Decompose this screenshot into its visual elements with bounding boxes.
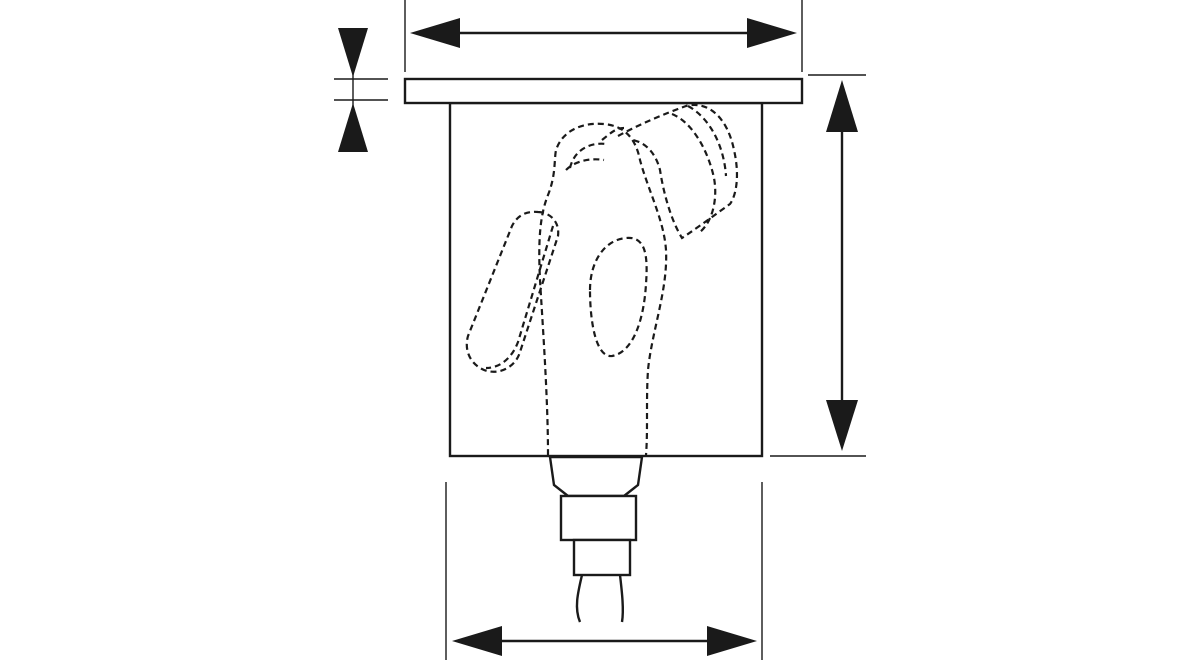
arrowhead-down xyxy=(338,28,368,77)
connector-cone xyxy=(548,455,644,498)
hose-connector xyxy=(548,455,644,623)
grip-hole xyxy=(588,236,648,358)
connector-sleeve xyxy=(559,494,638,542)
flange xyxy=(403,77,804,105)
housing-body xyxy=(448,101,764,458)
hand-shower-outline xyxy=(465,103,739,456)
dimension-housing-height xyxy=(770,74,866,457)
arrowhead-left xyxy=(410,18,460,48)
shower-lever xyxy=(465,210,560,373)
hose xyxy=(575,574,625,623)
arrowhead-up xyxy=(826,80,858,132)
spray-head-rim xyxy=(687,105,728,177)
dimension-flange-thickness xyxy=(334,28,388,152)
arrowhead-right xyxy=(747,18,797,48)
arrowhead-up xyxy=(338,103,368,152)
housing xyxy=(403,77,804,458)
arrowhead-down xyxy=(826,400,858,451)
spray-head xyxy=(617,103,739,240)
arrowhead-right xyxy=(707,626,757,656)
shower-neck xyxy=(565,126,625,171)
spray-head-face xyxy=(671,112,717,233)
shower-lever-inner xyxy=(485,225,555,370)
connector-nut xyxy=(572,538,632,577)
dimension-flange-width xyxy=(404,0,803,72)
arrowhead-left xyxy=(452,626,502,656)
shower-grip xyxy=(538,122,668,456)
dimension-housing-width xyxy=(445,482,763,660)
